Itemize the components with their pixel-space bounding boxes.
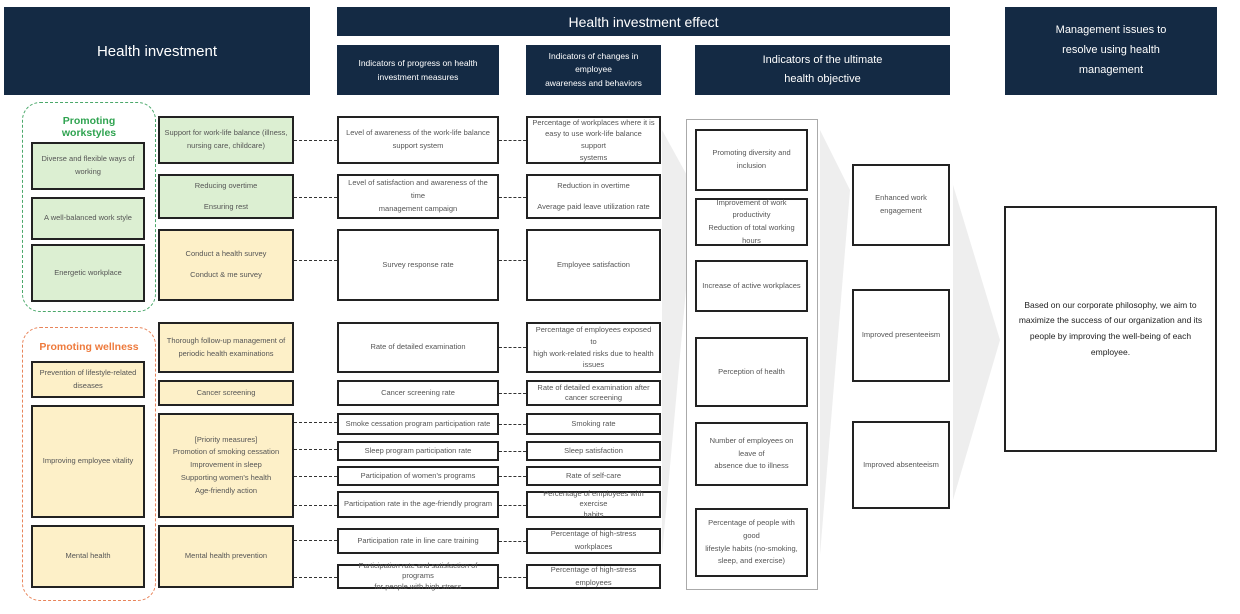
change-sleep-satisfaction: Sleep satisfaction [526,441,661,461]
change-overtime-paid-leave: Reduction in overtime Average paid leave… [526,174,661,219]
ultimate-perception-health: Perception of health [695,337,808,407]
connector [294,540,337,541]
progress-sleep-program: Sleep program participation rate [337,441,499,461]
connector [499,505,526,506]
header-ultimate-indicators: Indicators of the ultimate health object… [695,45,950,95]
progress-high-stress-programs: Participation rate and satisfaction of p… [337,561,499,591]
connector [499,393,526,394]
header-management-issues: Management issues to resolve using healt… [1005,7,1217,95]
progress-cancer-screening: Cancer screening rate [337,380,499,406]
flow-arrow-3 [953,185,1000,500]
category-employee-vitality: Improving employee vitality [31,405,145,518]
header-change-indicators: Indicators of changes in employee awaren… [526,45,661,95]
change-employee-satisfaction: Employee satisfaction [526,229,661,301]
ultimate-leave-of-absence: Number of employees on leave of absence … [695,422,808,486]
change-smoking-rate: Smoking rate [526,413,661,435]
change-high-risk-employees: Percentage of employees exposed to high … [526,322,661,373]
change-exercise-habits: Percentage of employees with exercise ha… [526,489,661,519]
progress-detailed-exam: Rate of detailed examination [337,322,499,373]
group-label-wellness: Promoting wellness [39,341,139,353]
measure-priority-measures: [Priority measures] Promotion of smoking… [158,413,294,518]
connector [294,505,337,506]
connector [294,197,337,198]
connector [294,476,337,477]
category-lifestyle-diseases: Prevention of lifestyle-related diseases [31,361,145,398]
change-high-stress-workplaces: Percentage of high-stress workplaces [526,528,661,554]
flow-arrow-2 [820,130,850,555]
ultimate-lifestyle-habits: Percentage of people with good lifestyle… [695,508,808,577]
outcome-presenteeism: Improved presenteeism [852,289,950,382]
outcome-work-engagement: Enhanced work engagement [852,164,950,246]
change-work-life-usage: Percentage of workplaces where it is eas… [526,116,661,164]
progress-line-care: Participation rate in line care training [337,528,499,554]
connector [294,422,337,423]
connector [294,449,337,450]
connector [499,476,526,477]
header-progress-indicators: Indicators of progress on health investm… [337,45,499,95]
connector [499,260,526,261]
category-well-balanced: A well-balanced work style [31,197,145,240]
category-diverse-flexible: Diverse and flexible ways of working [31,142,145,190]
measure-health-survey: Conduct a health survey Conduct & me sur… [158,229,294,301]
group-promoting-workstyles [22,102,156,312]
group-promoting-wellness [22,327,156,601]
outcome-absenteeism: Improved absenteeism [852,421,950,509]
connector [294,577,337,578]
progress-womens-programs: Participation of women's programs [337,466,499,486]
progress-survey-response: Survey response rate [337,229,499,301]
connector [499,424,526,425]
connector [499,577,526,578]
connector [499,541,526,542]
connector [499,197,526,198]
ultimate-active-workplaces: Increase of active workplaces [695,260,808,312]
connector [294,140,337,141]
ultimate-work-productivity: Improvement of work productivity Reducti… [695,198,808,246]
connector [499,347,526,348]
connector [294,260,337,261]
management-statement: Based on our corporate philosophy, we ai… [1004,206,1217,452]
change-self-care: Rate of self-care [526,466,661,486]
change-detailed-exam-after-cancer: Rate of detailed examination after cance… [526,380,661,406]
measure-mental-health-prevention: Mental health prevention [158,525,294,588]
header-health-investment-effect: Health investment effect [337,7,950,36]
category-mental-health: Mental health [31,525,145,588]
progress-age-friendly: Participation rate in the age-friendly p… [337,491,499,518]
category-energetic-workplace: Energetic workplace [31,244,145,302]
progress-smoke-cessation: Smoke cessation program participation ra… [337,413,499,435]
header-health-investment: Health investment [4,7,310,95]
connector [499,451,526,452]
measure-work-life-support: Support for work-life balance (illness, … [158,116,294,164]
change-high-stress-employees: Percentage of high-stress employees [526,564,661,589]
group-label-workstyles: Promoting workstyles [61,115,117,139]
ultimate-diversity-inclusion: Promoting diversity and inclusion [695,129,808,191]
measure-cancer-screening: Cancer screening [158,380,294,406]
progress-time-management: Level of satisfaction and awareness of t… [337,174,499,219]
measure-follow-up-exams: Thorough follow-up management of periodi… [158,322,294,373]
measure-reducing-overtime: Reducing overtime Ensuring rest [158,174,294,219]
connector [499,140,526,141]
progress-work-life-awareness: Level of awareness of the work-life bala… [337,116,499,164]
